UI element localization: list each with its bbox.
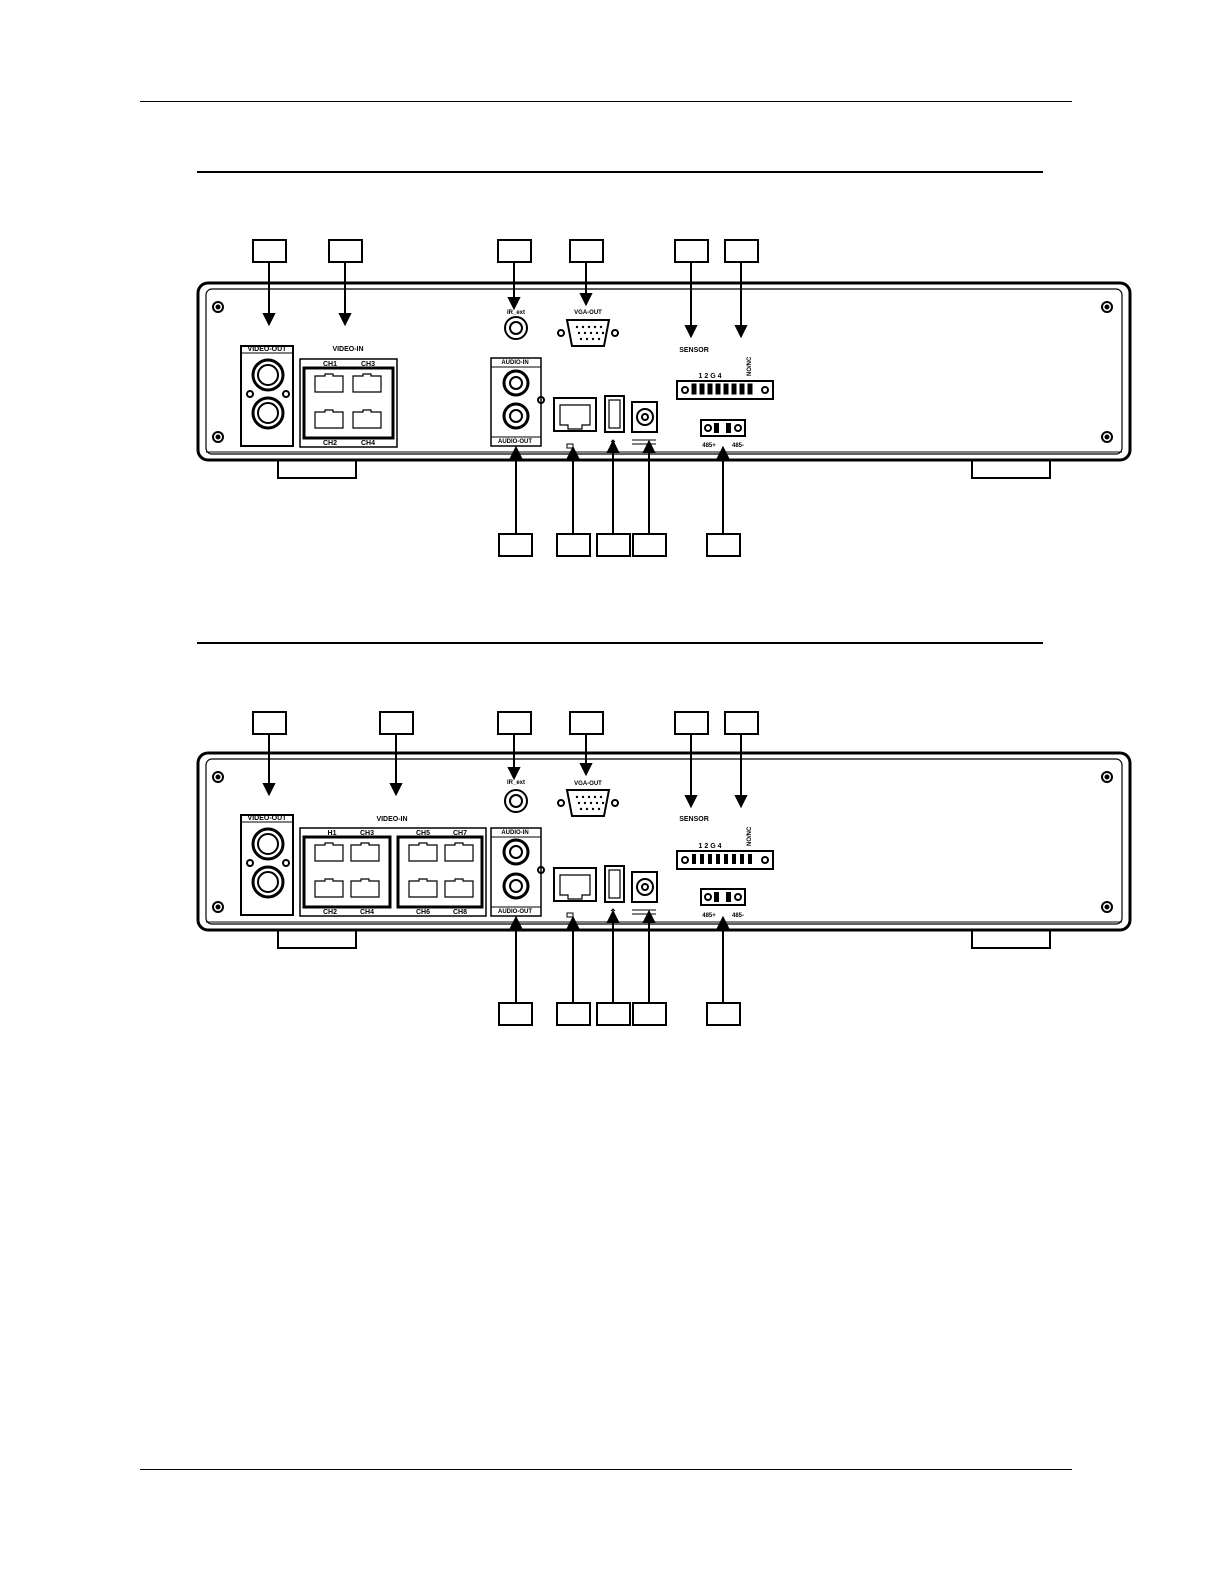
callout-box: [497, 239, 532, 263]
callout-box: [498, 533, 533, 557]
callout-box: [706, 1002, 741, 1026]
ch-label: H1: [328, 830, 337, 837]
callout-box: [328, 239, 363, 263]
ir-ext-label: IR_ext: [507, 780, 525, 786]
ch-label: CH3: [360, 830, 374, 837]
callout-box: [498, 1002, 533, 1026]
callout-box: [724, 711, 759, 735]
ir-ext-label: IR_ext: [507, 310, 525, 316]
callout-box: [674, 711, 709, 735]
callout-box: [596, 533, 631, 557]
ch-label: CH4: [361, 440, 375, 447]
callout-box: [252, 239, 287, 263]
rs485-minus-label: 485-: [732, 913, 744, 919]
rs485-plus-label: 485+: [702, 443, 716, 449]
ch-label: CH7: [453, 830, 467, 837]
relay-pins-label: NO/NC: [747, 826, 753, 846]
audio-out-label: AUDIO-OUT: [498, 439, 532, 445]
callout-box: [556, 533, 591, 557]
section-rule-2: [197, 642, 1043, 644]
rs485-plus-label: 485+: [702, 913, 716, 919]
rear-panel-diagram-4ch: VIDEO-OUT VIDEO-IN CH1 CH3 CH2 CH4 IR_ex…: [196, 239, 1132, 557]
section-rule-1: [197, 171, 1043, 173]
rs485-minus-label: 485-: [732, 443, 744, 449]
callout-box: [596, 1002, 631, 1026]
rear-panel-diagram-8ch: VIDEO-OUT VIDEO-IN H1 CH3 CH5 CH7 CH2 CH…: [196, 711, 1132, 1026]
relay-pins-label: NO/NC: [747, 356, 753, 376]
sensor-label: SENSOR: [679, 816, 709, 823]
ch-label: CH5: [416, 830, 430, 837]
vga-out-label: VGA-OUT: [574, 310, 602, 316]
callout-box: [569, 711, 604, 735]
vga-out-label: VGA-OUT: [574, 781, 602, 787]
video-in-label: VIDEO-IN: [332, 346, 363, 353]
ch-label: CH6: [416, 909, 430, 916]
callout-box: [569, 239, 604, 263]
sensor-pins-label: 1 2 G 4: [699, 373, 722, 380]
video-out-label: VIDEO-OUT: [248, 346, 288, 353]
ch-label: CH4: [360, 909, 374, 916]
callout-box: [252, 711, 287, 735]
ch-label: CH3: [361, 361, 375, 368]
video-in-label: VIDEO-IN: [376, 816, 407, 823]
sensor-label: SENSOR: [679, 347, 709, 354]
sensor-pins-label: 1 2 G 4: [699, 843, 722, 850]
callout-box: [632, 1002, 667, 1026]
callout-box: [706, 533, 741, 557]
audio-in-label: AUDIO-IN: [501, 830, 528, 836]
callout-box: [556, 1002, 591, 1026]
callout-box: [674, 239, 709, 263]
ch-label: CH2: [323, 909, 337, 916]
callout-box: [724, 239, 759, 263]
audio-in-label: AUDIO-IN: [501, 360, 528, 366]
video-out-label: VIDEO-OUT: [248, 815, 288, 822]
footer-rule: [140, 1469, 1072, 1470]
callout-box: [632, 533, 667, 557]
header-rule: [140, 101, 1072, 102]
callout-box: [497, 711, 532, 735]
ch-label: CH1: [323, 361, 337, 368]
ch-label: CH2: [323, 440, 337, 447]
audio-out-label: AUDIO-OUT: [498, 909, 532, 915]
ch-label: CH8: [453, 909, 467, 916]
callout-box: [379, 711, 414, 735]
